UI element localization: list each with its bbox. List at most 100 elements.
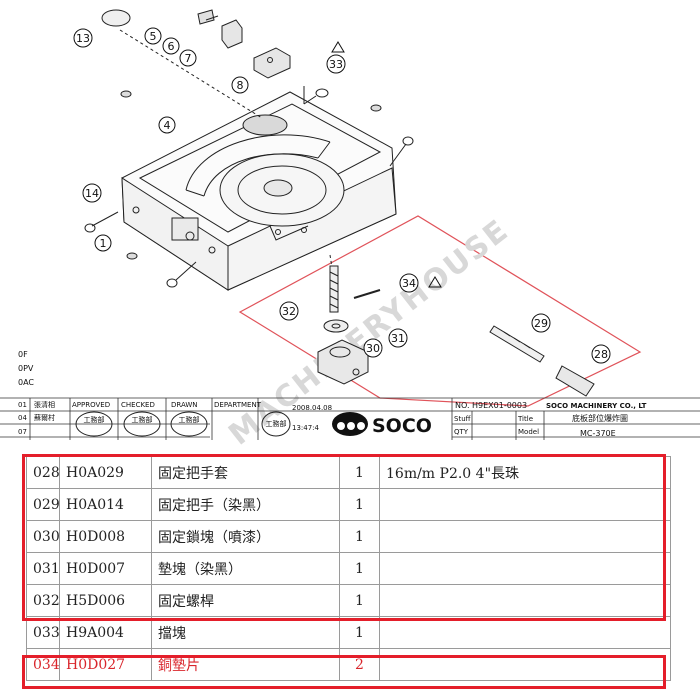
svg-text:底板部位爆炸圖: 底板部位爆炸圖 xyxy=(572,413,628,423)
title-block: 0F 0PV 0AC 01 04 07 張清相 蘇爾村 APPROVED CHE… xyxy=(0,350,700,440)
part-no: 031 xyxy=(26,552,60,585)
svg-text:Stuff: Stuff xyxy=(454,415,471,423)
svg-text:0F: 0F xyxy=(18,350,28,359)
part-qty: 2 xyxy=(339,648,380,681)
svg-text:Model: Model xyxy=(518,428,539,436)
svg-text:07: 07 xyxy=(18,428,27,436)
table-row: 032 H5D006 固定螺桿 1 xyxy=(26,584,671,617)
svg-text:04: 04 xyxy=(18,414,27,422)
svg-text:Title: Title xyxy=(517,415,533,423)
eye-bolt-right xyxy=(389,136,414,167)
exploded-view-diagram: MACHINERYHOUSE xyxy=(0,9,700,450)
callout-32: 32 xyxy=(279,301,299,321)
warning-triangle-icon xyxy=(428,276,442,288)
highlight-box-row-034 xyxy=(22,655,666,689)
svg-text:SOCO MACHINERY CO., LT: SOCO MACHINERY CO., LT xyxy=(546,402,647,410)
part-code: H0A014 xyxy=(59,488,152,521)
svg-text:30: 30 xyxy=(366,342,380,355)
svg-text:13: 13 xyxy=(76,32,90,45)
svg-text:14: 14 xyxy=(85,187,99,200)
callout-6: 6 xyxy=(162,37,180,55)
part-code: H0D027 xyxy=(59,648,152,681)
part-qty: 1 xyxy=(339,584,380,617)
part-code: H5D006 xyxy=(59,584,152,617)
svg-text:6: 6 xyxy=(168,40,175,53)
part-qty: 1 xyxy=(339,616,380,649)
callout-8: 8 xyxy=(231,76,249,94)
svg-text:0AC: 0AC xyxy=(18,378,34,387)
svg-text:28: 28 xyxy=(594,348,608,361)
svg-text:5: 5 xyxy=(150,30,157,43)
callout-4: 4 xyxy=(158,116,176,134)
highlight-box-rows-028-032 xyxy=(22,454,666,621)
part-no: 034 xyxy=(26,648,60,681)
approval-stamp: 工務部 xyxy=(75,411,113,437)
svg-text:33: 33 xyxy=(329,58,343,71)
part-no: 029 xyxy=(26,488,60,521)
table-row: 033 H9A004 擋塊 1 xyxy=(26,616,671,649)
svg-text:工務部: 工務部 xyxy=(179,415,200,424)
svg-text:蘇爾村: 蘇爾村 xyxy=(34,413,55,422)
svg-text:NO.: NO. xyxy=(455,401,470,410)
svg-text:8: 8 xyxy=(237,79,244,92)
svg-text:工務部: 工務部 xyxy=(266,419,287,428)
base-plate-drawing xyxy=(84,9,595,397)
table-row: 031 H0D007 墊塊（染黑） 1 xyxy=(26,552,671,585)
svg-text:32: 32 xyxy=(282,305,296,318)
svg-text:13:47:4: 13:47:4 xyxy=(292,424,320,432)
callout-30: 30 xyxy=(363,338,383,358)
parts-table: 028 H0A029 固定把手套 1 16m/m P2.0 4"長珠 029 H… xyxy=(26,456,671,681)
part-qty: 1 xyxy=(339,488,380,521)
svg-text:2008.04.08: 2008.04.08 xyxy=(292,404,332,412)
callout-1: 1 xyxy=(94,234,112,252)
svg-text:CHECKED: CHECKED xyxy=(121,401,155,409)
svg-text:工務部: 工務部 xyxy=(132,415,153,424)
svg-text:7: 7 xyxy=(185,52,192,65)
eye-bolt-bottom xyxy=(166,261,197,288)
part-name: 固定把手套 xyxy=(151,456,340,489)
callout-7: 7 xyxy=(179,49,197,67)
part-name: 銅墊片 xyxy=(151,648,340,681)
svg-text:MC-370E: MC-370E xyxy=(580,429,616,438)
part-name: 墊塊（染黑） xyxy=(151,552,340,585)
part-name: 擋塊 xyxy=(151,616,340,649)
checked-stamp: 工務部 xyxy=(123,411,161,437)
eye-bolt-top xyxy=(303,86,329,105)
svg-text:DRAWN: DRAWN xyxy=(171,401,198,409)
part-no: 033 xyxy=(26,616,60,649)
svg-text:張清相: 張清相 xyxy=(34,400,55,409)
part-name: 固定鎖塊（噴漆） xyxy=(151,520,340,553)
svg-text:29: 29 xyxy=(534,317,548,330)
part-note xyxy=(379,616,671,649)
svg-text:0PV: 0PV xyxy=(18,364,34,373)
callout-14: 14 xyxy=(82,183,102,203)
svg-text:1: 1 xyxy=(100,237,107,250)
warning-triangle-icon xyxy=(331,41,345,53)
part-code: H0D008 xyxy=(59,520,152,553)
department-stamp: 工務部 xyxy=(261,411,291,437)
callout-13: 13 xyxy=(73,28,93,48)
drawn-stamp: 工務部 xyxy=(170,411,208,437)
callout-31: 31 xyxy=(388,328,408,348)
part-name: 固定把手（染黑） xyxy=(151,488,340,521)
svg-text:34: 34 xyxy=(402,277,416,290)
svg-text:H9EX01-0003: H9EX01-0003 xyxy=(472,401,527,410)
svg-text:4: 4 xyxy=(164,119,171,132)
part-qty: 1 xyxy=(339,520,380,553)
svg-text:QTY: QTY xyxy=(454,428,469,436)
table-row: 028 H0A029 固定把手套 1 16m/m P2.0 4"長珠 xyxy=(26,456,671,489)
part-note xyxy=(379,648,671,681)
svg-text:31: 31 xyxy=(391,332,405,345)
part-code: H0D007 xyxy=(59,552,152,585)
callout-5: 5 xyxy=(144,27,162,45)
part-no: 032 xyxy=(26,584,60,617)
table-row: 034 H0D027 銅墊片 2 xyxy=(26,648,671,681)
svg-text:APPROVED: APPROVED xyxy=(72,401,110,409)
callout-33: 33 xyxy=(326,41,346,74)
part-no: 030 xyxy=(26,520,60,553)
svg-text:01: 01 xyxy=(18,401,27,409)
soco-logo: SOCO xyxy=(332,412,432,437)
svg-text:工務部: 工務部 xyxy=(84,415,105,424)
part-code: H9A004 xyxy=(59,616,152,649)
svg-text:SOCO: SOCO xyxy=(372,415,432,437)
